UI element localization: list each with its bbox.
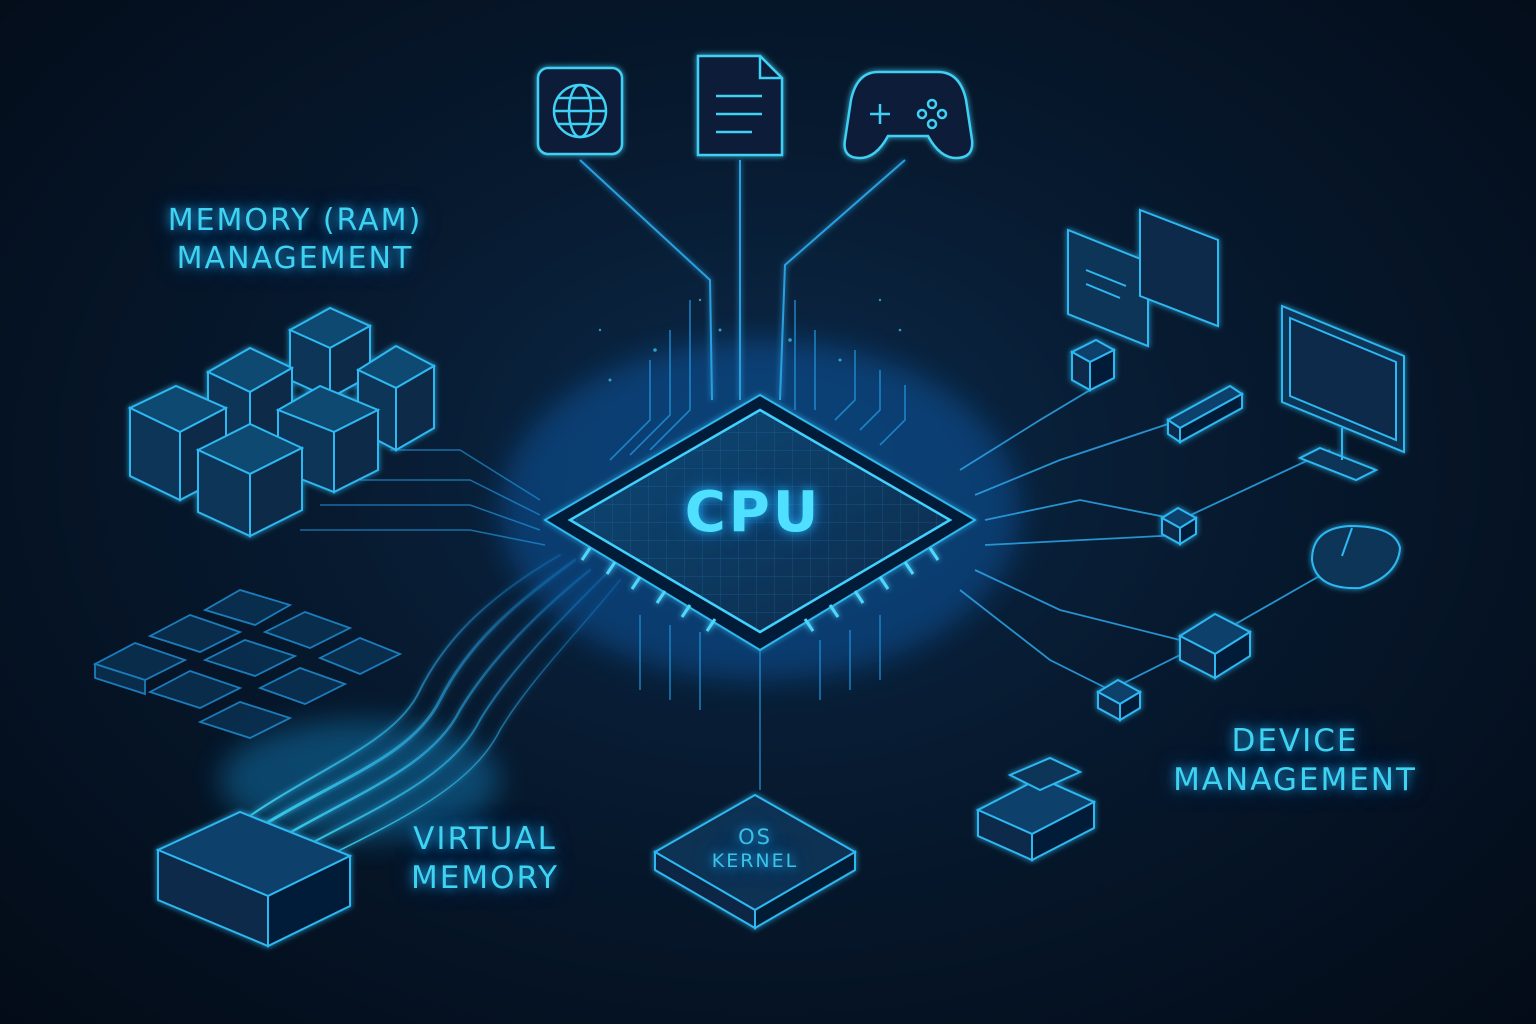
cpu-pins (580, 547, 940, 632)
virtual-memory-label: VIRTUAL MEMORY (380, 820, 590, 898)
virtual-tile (197, 701, 293, 739)
virtual-tile (147, 614, 243, 653)
device-label-line1: DEVICE (1231, 723, 1359, 759)
os-kernel-label: OS KERNEL (680, 824, 830, 874)
virtual-label-line1: VIRTUAL (413, 821, 557, 857)
virtual-memory-stream (229, 554, 621, 871)
disk-storage (155, 810, 353, 948)
particles (598, 298, 902, 382)
top-traces (609, 300, 906, 461)
device-management-label: DEVICE MANAGEMENT (1150, 722, 1440, 800)
globe-icon (536, 66, 624, 156)
ram-block (127, 384, 229, 502)
os-kernel-box (652, 793, 858, 930)
virtual-tile (202, 589, 293, 626)
display-panel-icon (1067, 208, 1219, 348)
virtual-tile (317, 637, 403, 675)
app-connection-lines (579, 159, 906, 401)
device-icons (975, 208, 1405, 862)
cpu-die-grid (570, 410, 950, 632)
virtual-tile (147, 670, 243, 709)
virtual-memory-tiles (92, 589, 403, 739)
virtual-label-line2: MEMORY (411, 859, 559, 896)
printer-icon (975, 756, 1097, 862)
cpu-label: CPU (618, 478, 888, 548)
virtual-tile (202, 639, 298, 677)
ram-label-line1: MEMORY (RAM) (167, 203, 423, 238)
cpu-chip (543, 393, 977, 652)
connector-icon (1069, 338, 1253, 722)
mouse-icon (1310, 524, 1402, 590)
virtual-tile (262, 611, 353, 649)
ram-management-label: MEMORY (RAM) MANAGEMENT (140, 202, 450, 277)
monitor-icon (1281, 304, 1405, 482)
ram-label-line2: MANAGEMENT (176, 240, 414, 276)
ram-traces (300, 449, 546, 546)
gamepad-connection-line (779, 159, 906, 401)
virtual-tile (94, 662, 146, 696)
kernel-label-line2: KERNEL (711, 850, 799, 873)
globe-connection-line (579, 159, 713, 401)
kernel-traces (639, 615, 881, 790)
ram-block (195, 422, 305, 538)
device-label-line2: MANAGEMENT (1173, 761, 1417, 798)
ram-block (287, 306, 373, 400)
virtual-tile (257, 667, 348, 705)
document-icon (696, 54, 784, 157)
keyboard-icon (1166, 384, 1244, 444)
kernel-label-line1: OS (738, 825, 772, 849)
ram-blocks (127, 306, 437, 538)
gamepad-icon (843, 70, 974, 160)
app-icons (536, 54, 974, 160)
cpu-label-text: CPU (684, 480, 822, 545)
